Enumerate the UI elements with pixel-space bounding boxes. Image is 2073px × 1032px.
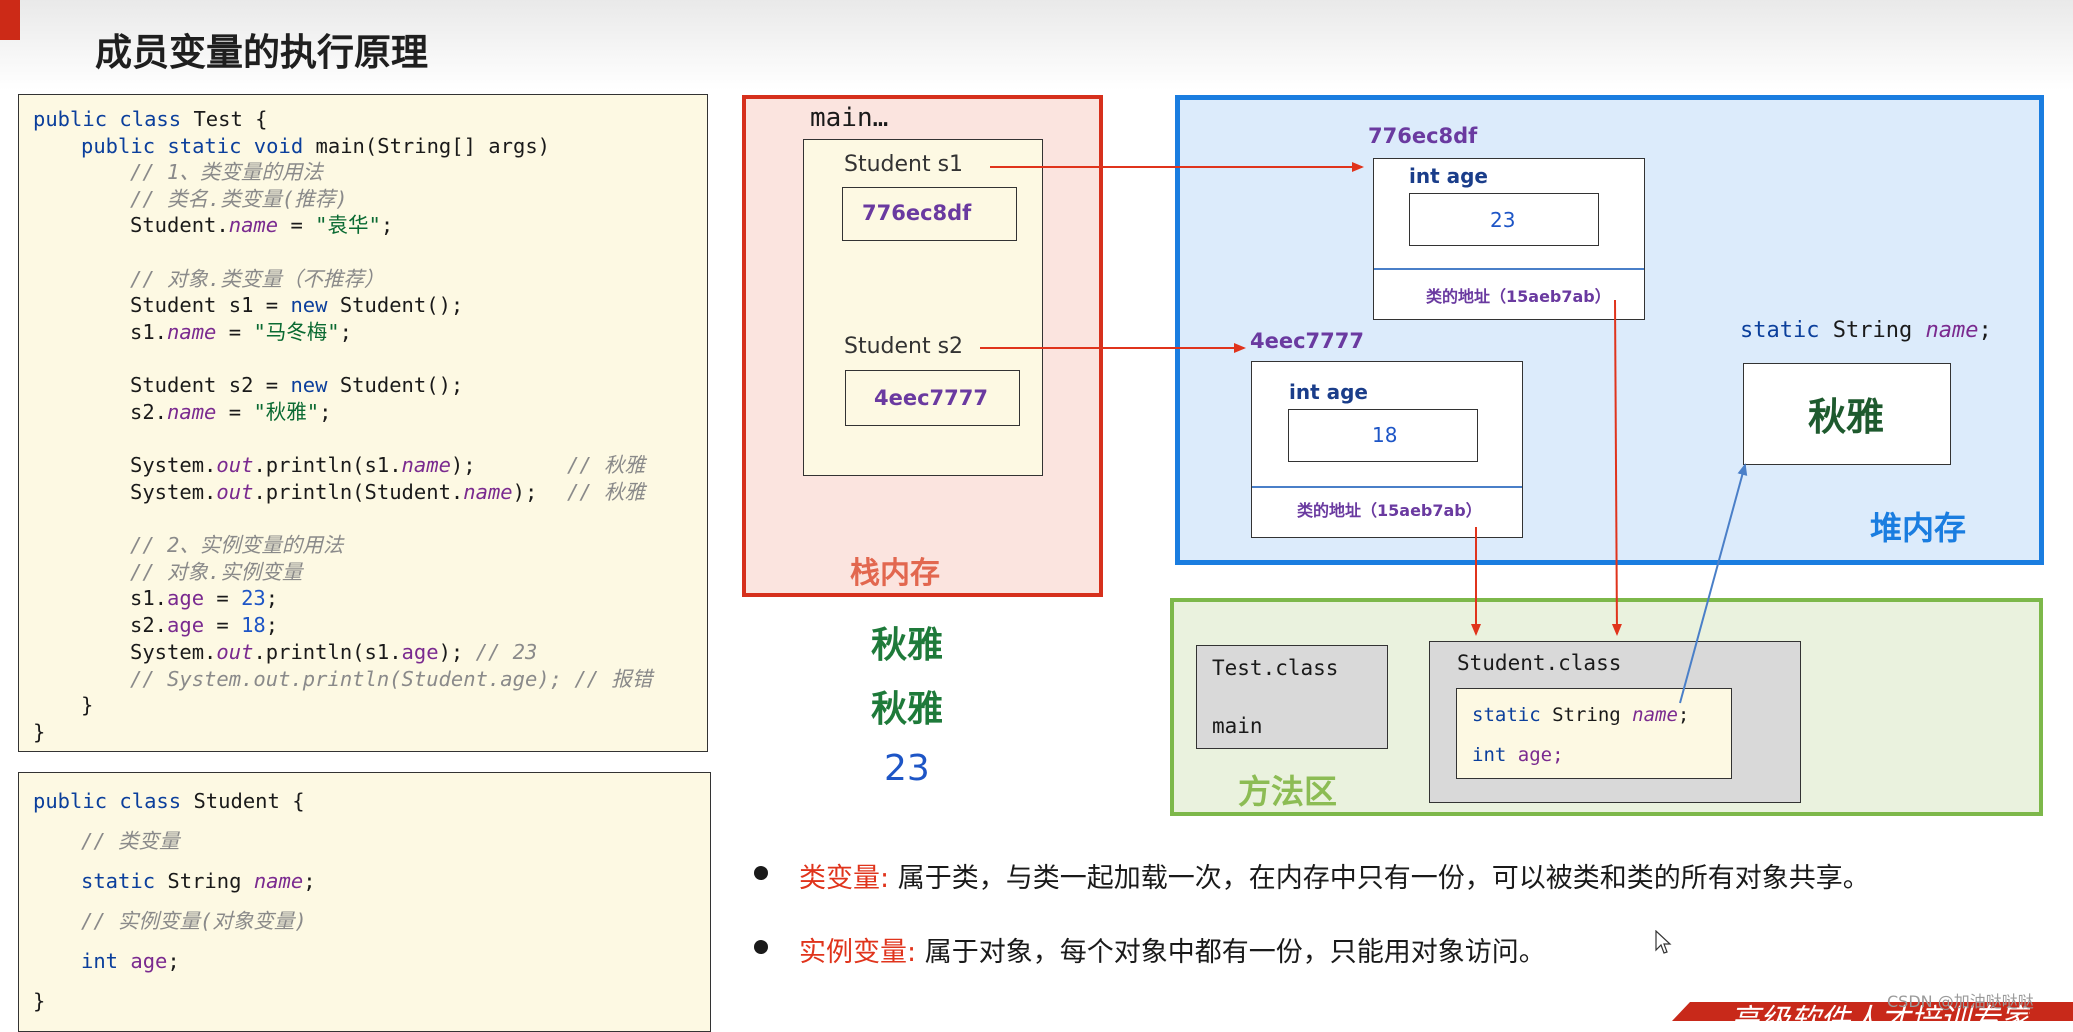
code-line: static String name; — [81, 869, 316, 893]
object1-class-address: 类的地址（15aeb7ab） — [1426, 287, 1611, 306]
s2-variable-label: Student s2 — [844, 334, 964, 359]
object2-address: 4eec7777 — [1250, 329, 1364, 353]
output-line-1: 秋雅 — [871, 625, 944, 666]
s2-reference-value: 4eec7777 — [874, 386, 988, 410]
code-comment: // 实例变量(对象变量) — [81, 909, 307, 933]
object2-class-address: 类的地址（15aeb7ab） — [1297, 501, 1482, 520]
footer-banner — [1672, 1002, 2073, 1021]
code-line: System.out.println(s1.age); // 23 — [130, 640, 538, 664]
code-line: public class Student { — [33, 789, 305, 813]
code-line: Student.name = "袁华"; — [130, 213, 394, 237]
code-line: s1.name = "马冬梅"; — [130, 320, 352, 344]
code-comment: // System.out.println(Student.age); // 报… — [130, 667, 653, 691]
code-comment: // 类变量 — [81, 829, 180, 853]
code-brace: } — [33, 989, 46, 1013]
code-line: System.out.println(Student.name); — [130, 480, 538, 504]
output-line-2: 秋雅 — [871, 689, 944, 730]
code-comment: // 类名.类变量(推荐) — [130, 187, 348, 211]
slide-accent-tab — [0, 0, 20, 40]
mouse-cursor-icon — [1655, 930, 1672, 954]
code-line: public class Test { — [33, 107, 268, 131]
object1-age-cell — [1409, 193, 1599, 246]
page-title: 成员变量的执行原理 — [95, 31, 428, 74]
s1-reference-value: 776ec8df — [862, 201, 972, 225]
object1-divider — [1374, 268, 1644, 270]
test-class-box — [1196, 645, 1388, 749]
code-comment: // 秋雅 — [567, 480, 646, 504]
student-class-label: Student.class — [1457, 651, 1622, 675]
static-field-declaration: static String name; — [1740, 318, 1992, 343]
code-comment: // 对象.类变量（不推荐） — [130, 267, 385, 291]
watermark: CSDN @加油哒哒哒 — [1887, 992, 2034, 1011]
code-line: s2.name = "秋雅"; — [130, 400, 332, 424]
object2-age-cell — [1288, 409, 1478, 462]
code-brace: } — [81, 693, 94, 717]
s2-reference-cell — [845, 370, 1020, 426]
bullet-dot — [754, 940, 768, 954]
s1-reference-cell — [842, 187, 1017, 241]
footer-banner-text: 高级软件人才培训专家 — [1730, 1003, 2030, 1021]
object1-to-class-arrow — [1611, 299, 1622, 636]
object2-age-value: 18 — [1372, 423, 1398, 447]
code-brace: } — [33, 720, 46, 744]
object1-field-label: int age — [1409, 164, 1488, 188]
static-name-cell — [1743, 363, 1951, 465]
code-line: public static void main(String[] args) — [81, 134, 551, 158]
heap-memory-caption: 堆内存 — [1870, 509, 1967, 547]
test-class-code-panel: public class Test { public static void m… — [18, 94, 708, 752]
output-line-3: 23 — [884, 748, 930, 789]
bullet-instance-variable: 实例变量: 属于对象，每个对象中都有一份，只能用对象访问。 — [799, 937, 1546, 968]
code-comment: // 秋雅 — [567, 453, 646, 477]
code-line: s2.age = 18; — [130, 613, 279, 637]
test-main-method: main — [1212, 714, 1263, 738]
student-static-member: static String name; — [1472, 704, 1690, 726]
s1-variable-label: Student s1 — [844, 152, 964, 177]
code-comment: // 2、实例变量的用法 — [130, 533, 344, 557]
test-class-label: Test.class — [1212, 656, 1339, 680]
student-instance-member: int age; — [1472, 744, 1564, 766]
static-to-heap-value-arrow — [1679, 463, 1748, 704]
object2-field-label: int age — [1289, 380, 1368, 404]
student-class-members-box — [1456, 688, 1732, 779]
object1-age-value: 23 — [1490, 208, 1516, 232]
static-name-value: 秋雅 — [1808, 394, 1885, 439]
student-class-code-panel: public class Student { // 类变量 static Str… — [18, 772, 711, 1032]
code-line: Student s2 = new Student(); — [130, 373, 464, 397]
code-comment: // 1、类变量的用法 — [130, 160, 323, 184]
code-line: Student s1 = new Student(); — [130, 293, 464, 317]
bullet-dot — [754, 866, 768, 880]
object2-divider — [1252, 486, 1522, 488]
stack-memory-caption: 栈内存 — [850, 556, 940, 591]
code-line: int age; — [81, 949, 180, 973]
bullet-class-variable: 类变量: 属于类，与类一起加载一次，在内存中只有一份，可以被类和类的所有对象共享… — [799, 863, 1870, 894]
object1-address: 776ec8df — [1368, 124, 1478, 148]
title-bar — [0, 0, 2073, 90]
code-comment: // 对象.实例变量 — [130, 560, 303, 584]
method-area-caption: 方法区 — [1238, 772, 1337, 811]
code-line: System.out.println(s1.name); — [130, 453, 476, 477]
main-frame-label: main… — [810, 103, 889, 133]
code-line: s1.age = 23; — [130, 586, 279, 610]
